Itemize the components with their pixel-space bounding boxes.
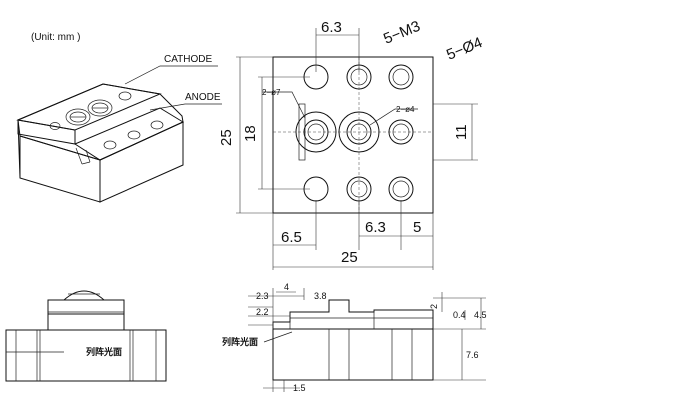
dim-bottom-5: 5 — [413, 219, 421, 236]
dim-2-2: 2.2 — [256, 307, 269, 317]
dim-height-11: 11 — [453, 124, 470, 140]
callout-2phi7: 2−ø7 — [262, 88, 281, 97]
top-view — [236, 28, 478, 270]
front-view — [5, 290, 167, 382]
dim-height-18: 18 — [242, 125, 259, 142]
isometric-view — [16, 65, 222, 203]
dim-width-25: 25 — [341, 249, 358, 266]
dim-bottom-6-5: 6.5 — [281, 229, 302, 246]
unit-note: (Unit: mm ) — [31, 32, 80, 43]
dim-2: 2 — [429, 304, 439, 309]
dim-3-8: 3.8 — [314, 291, 327, 301]
dim-2-3: 2.3 — [256, 291, 269, 301]
dim-holes: 5−Ø4 — [444, 34, 485, 64]
dim-height-25: 25 — [218, 129, 235, 146]
side-surface-label: 列阵光面 — [222, 336, 258, 347]
dim-4-5: 4.5 — [474, 310, 487, 320]
front-surface-label: 列阵光面 — [86, 346, 122, 357]
dim-thread: 5−M3 — [381, 18, 423, 48]
callout-2phi4: 2−ø4 — [396, 105, 415, 114]
dim-7-6: 7.6 — [466, 350, 479, 360]
side-view — [248, 288, 486, 392]
dim-bottom-6-3: 6.3 — [365, 219, 386, 236]
dim-4: 4 — [284, 282, 289, 292]
anode-label: ANODE — [185, 92, 221, 103]
dim-top-pitch: 6.3 — [321, 19, 342, 36]
dim-1-5: 1.5 — [293, 383, 306, 393]
dim-0-4: 0.4 — [453, 310, 466, 320]
cathode-label: CATHODE — [164, 54, 212, 65]
